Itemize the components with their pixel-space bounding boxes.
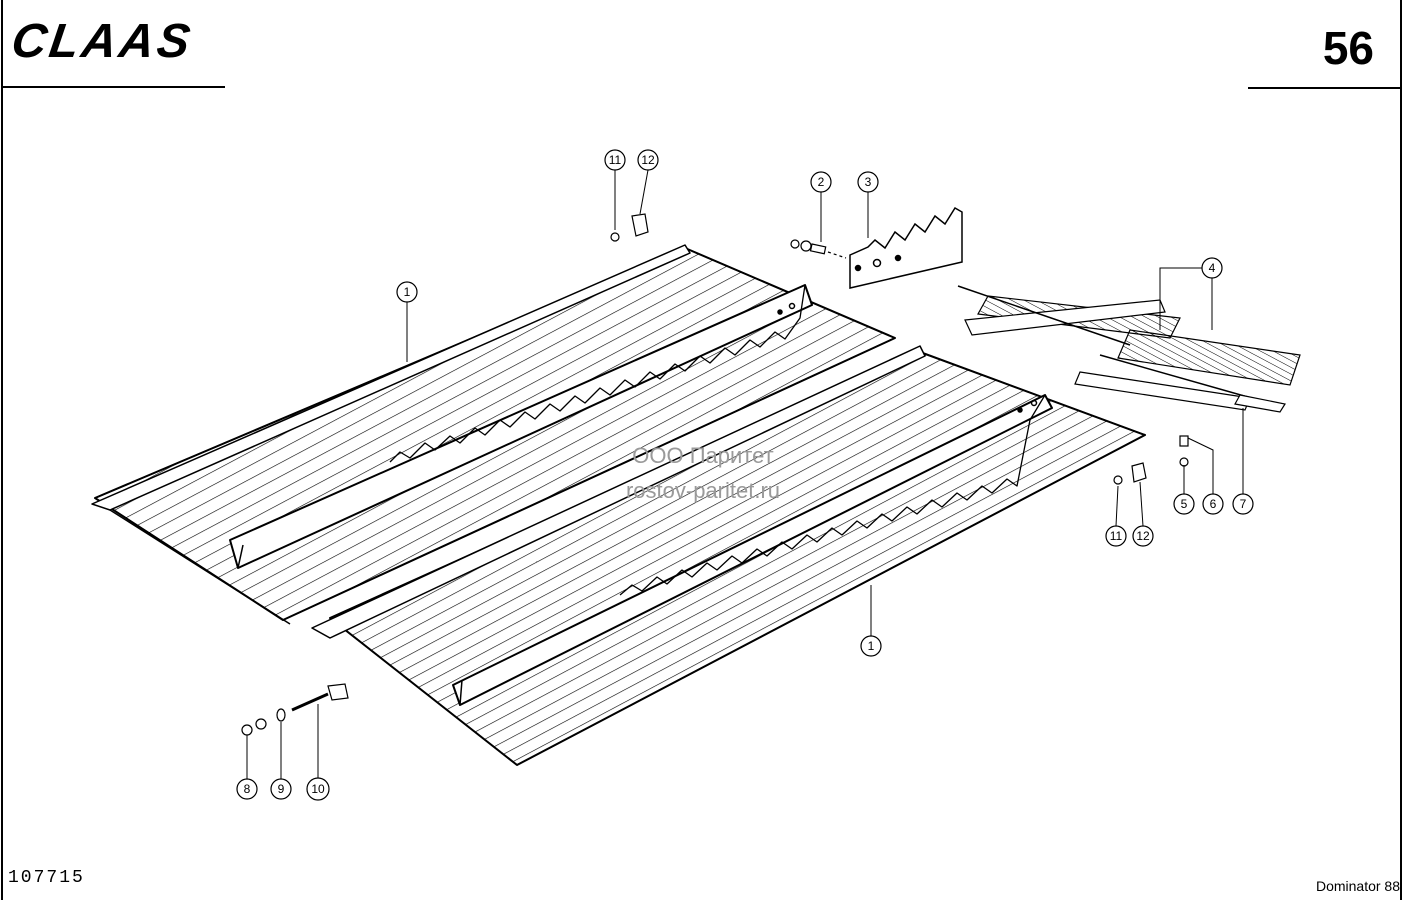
sieve-section-left bbox=[91, 244, 896, 625]
leader-lines bbox=[246, 169, 1244, 779]
callout-12-bottom-label: 12 bbox=[1136, 529, 1150, 543]
sieve-section-right bbox=[311, 345, 1146, 766]
callout-11-bottom: 11 bbox=[1105, 525, 1127, 547]
callout-3-label: 3 bbox=[865, 175, 872, 189]
callout-7: 7 bbox=[1232, 493, 1254, 515]
callout-12-bottom: 12 bbox=[1132, 525, 1154, 547]
callout-1-left-label: 1 bbox=[404, 285, 411, 299]
callout-12-top: 12 bbox=[637, 149, 659, 171]
callout-1-left: 1 bbox=[396, 281, 418, 303]
callout-8-label: 8 bbox=[244, 782, 251, 796]
callout-5-label: 5 bbox=[1181, 497, 1188, 511]
callout-12-top-label: 12 bbox=[641, 153, 655, 167]
callouts: 1 1 2 3 4 5 6 7 8 9 10 11 12 11 12 bbox=[236, 149, 1254, 801]
hardware-pieces bbox=[241, 213, 1189, 736]
callout-11-bottom-label: 11 bbox=[1110, 529, 1123, 543]
callout-4-label: 4 bbox=[1209, 261, 1216, 275]
callout-6-label: 6 bbox=[1210, 497, 1217, 511]
callout-11-top-label: 11 bbox=[609, 153, 622, 167]
finger-comb-strips bbox=[957, 285, 1301, 413]
model-name: Dominator 88 bbox=[1315, 878, 1400, 894]
callout-4: 4 bbox=[1201, 257, 1223, 279]
callout-3: 3 bbox=[857, 171, 879, 193]
callout-1-right-label: 1 bbox=[868, 639, 875, 653]
callout-11-top: 11 bbox=[604, 149, 626, 171]
callout-10-label: 10 bbox=[311, 782, 325, 796]
callout-2: 2 bbox=[810, 171, 832, 193]
watermark-url: rostov-paritet.ru bbox=[625, 478, 781, 503]
callout-2-label: 2 bbox=[818, 175, 825, 189]
document-code: 107715 bbox=[8, 868, 85, 888]
callout-6: 6 bbox=[1202, 493, 1224, 515]
callout-1-right: 1 bbox=[860, 635, 882, 657]
callout-9: 9 bbox=[270, 778, 292, 800]
toothed-plate bbox=[849, 206, 963, 289]
page-number: 56 bbox=[1322, 22, 1374, 74]
callout-10: 10 bbox=[306, 777, 330, 801]
callout-9-label: 9 bbox=[278, 782, 285, 796]
bolt-and-nut bbox=[790, 239, 847, 259]
callout-8: 8 bbox=[236, 778, 258, 800]
callout-7-label: 7 bbox=[1240, 497, 1247, 511]
watermark-company: ООО Паритет bbox=[632, 443, 774, 468]
callout-5: 5 bbox=[1173, 493, 1195, 515]
